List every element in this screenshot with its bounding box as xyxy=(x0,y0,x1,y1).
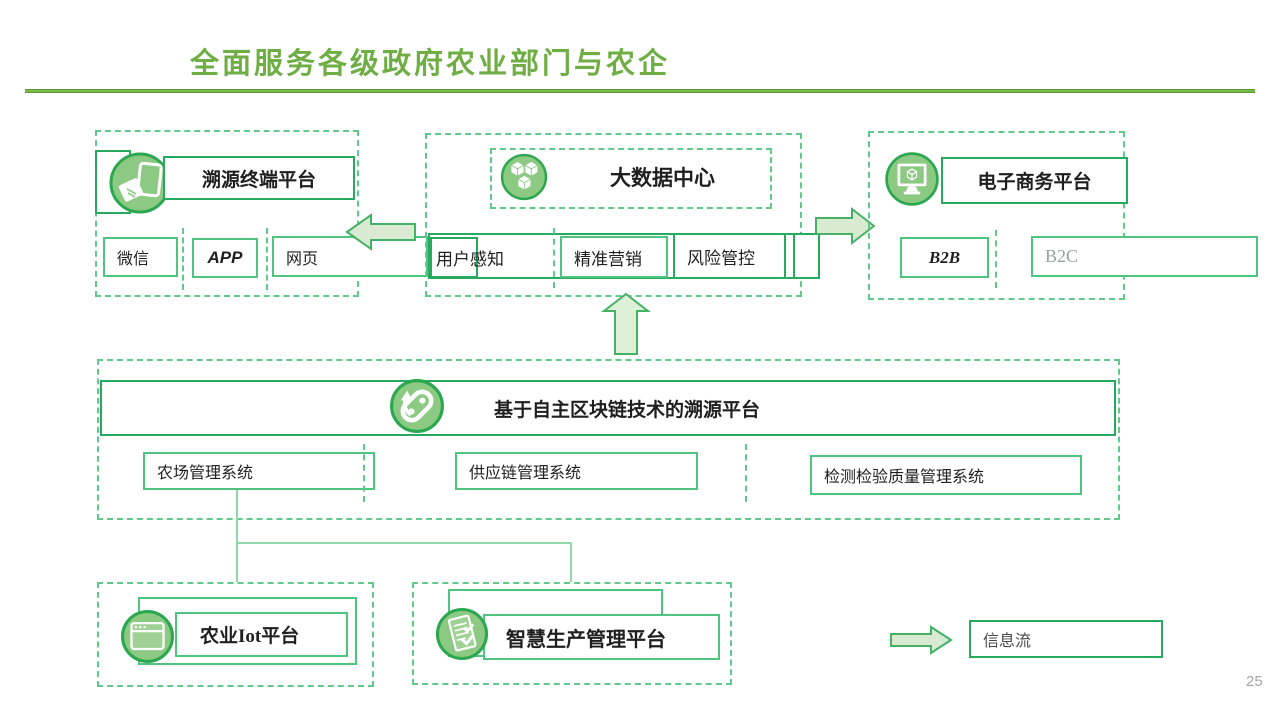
separator xyxy=(553,228,555,288)
blockchain-platform-title: 基于自主区块链技术的溯源平台 xyxy=(494,399,761,421)
legend-info-flow-box: 信息流 xyxy=(969,620,1163,658)
chain-link-icon xyxy=(388,377,446,435)
ecommerce-group xyxy=(868,131,1125,300)
big-data-item-risk-control: 风险管控 xyxy=(673,233,786,279)
clipboard-check-icon xyxy=(434,606,490,662)
cubes-icon xyxy=(498,151,550,203)
separator xyxy=(363,444,365,502)
right-flow-arrow xyxy=(814,205,876,247)
page-number: 25 xyxy=(1246,673,1263,690)
ecommerce-item-b2c: B2C xyxy=(1031,236,1258,277)
trace-terminal-title-box: 溯源终端平台 xyxy=(163,156,355,200)
separator xyxy=(745,444,747,502)
platform-item-farm-management: 农场管理系统 xyxy=(143,452,375,490)
touch-terminal-icon xyxy=(108,151,172,215)
platform-item-supply-chain: 供应链管理系统 xyxy=(455,452,698,490)
big-data-item-precision-marketing: 精准营销 xyxy=(560,236,668,278)
platform-item-quality-inspection: 检测检验质量管理系统 xyxy=(810,455,1082,495)
big-data-title: 大数据中心 xyxy=(610,165,715,190)
connector-line xyxy=(570,542,572,582)
iot-platform-group xyxy=(97,582,374,687)
connector-line xyxy=(236,542,572,544)
smart-production-group xyxy=(412,582,732,685)
connector-line xyxy=(236,490,238,582)
big-data-title-box xyxy=(490,148,772,209)
ecommerce-title: 电子商务平台 xyxy=(977,172,1092,193)
title-underline xyxy=(25,89,1255,93)
trace-terminal-item-app: APP xyxy=(192,238,258,278)
iot-platform-title: 农业Iot平台 xyxy=(200,626,300,647)
page-title: 全面服务各级政府农业部门与农企 xyxy=(190,48,671,80)
trace-terminal-title: 溯源终端平台 xyxy=(201,169,316,191)
big-data-item-user-perception: 用户感知 xyxy=(436,250,504,269)
separator xyxy=(266,228,268,290)
big-data-item-frame xyxy=(430,237,478,278)
separator xyxy=(182,228,184,290)
smart-production-title: 智慧生产管理平台 xyxy=(506,628,666,651)
up-flow-arrow xyxy=(600,292,652,356)
left-flow-arrow xyxy=(345,211,417,253)
separator xyxy=(995,230,997,288)
iot-platform-title-box xyxy=(175,612,348,657)
blockchain-platform-group xyxy=(97,359,1120,520)
trace-terminal-item-wechat: 微信 xyxy=(103,237,178,277)
ecommerce-title-box: 电子商务平台 xyxy=(941,157,1128,204)
monitor-cube-icon xyxy=(883,150,941,208)
big-data-group xyxy=(425,133,802,297)
blockchain-platform-title-band xyxy=(100,380,1116,436)
legend-info-flow-label: 信息流 xyxy=(983,633,1032,650)
band-divider xyxy=(793,233,795,279)
ecommerce-item-b2b: B2B xyxy=(900,237,989,278)
information-flow-arrow xyxy=(889,624,953,656)
trace-terminal-item-web: 网页 xyxy=(272,236,428,277)
browser-window-icon xyxy=(119,608,176,665)
